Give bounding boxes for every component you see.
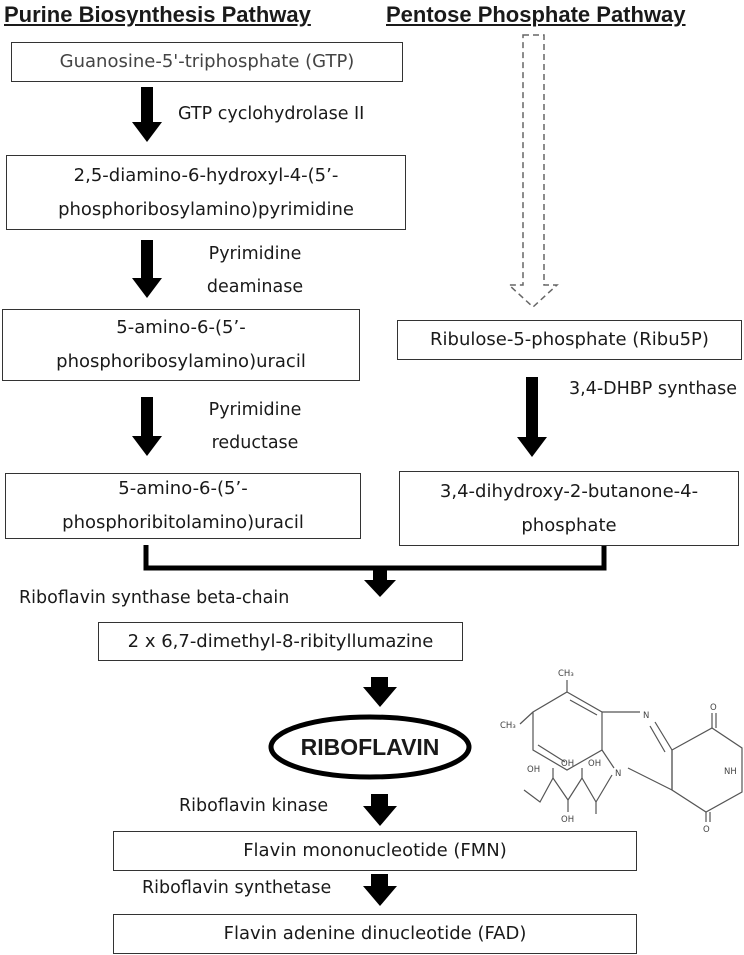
lumazine-label: 2 x 6,7-dimethyl-8-ribityllumazine [127, 630, 434, 652]
gtp-box: Guanosine-5'-triphosphate (GTP) [11, 42, 403, 82]
arrow-riboflavin-to-fmn [363, 794, 397, 826]
pentose-pathway-header: Pentose Phosphate Pathway [386, 2, 686, 27]
ribitolamino-label-line1: 5-amino-6-(5’- [118, 478, 248, 499]
dhbp-label-line2: phosphate [521, 514, 617, 536]
lumazine-box: 2 x 6,7-dimethyl-8-ribityllumazine [98, 622, 463, 661]
dhbp-label-line1: 3,4-dihydroxy-2-butanone-4- [439, 480, 699, 502]
purine-pathway-header: Purine Biosynthesis Pathway [4, 2, 311, 27]
dhbp-box: 3,4-dihydroxy-2-butanone-4- phosphate [399, 471, 739, 546]
gtp-label: Guanosine-5'-triphosphate (GTP) [59, 51, 355, 72]
structure-label-nh: NH [724, 767, 737, 777]
riboflavin-ellipse [268, 714, 472, 780]
structure-label-oh-2: OH [561, 759, 574, 769]
ribu5p-box: Ribulose-5-phosphate (Ribu5P) [397, 320, 742, 360]
enzyme-pyrimidine-deaminase-line2: deaminase [206, 277, 304, 297]
structure-label-ch3-top: CH₃ [558, 669, 574, 679]
arrow-dahp-to-auracil [132, 240, 162, 298]
structure-label-oh-1: OH [527, 765, 540, 775]
enzyme-pyrimidine-reductase-line2: reductase [211, 433, 299, 453]
structure-label-oh-3: OH [588, 759, 601, 769]
dahp-label-line1: 2,5-diamino-6-hydroxyl-4-(5’- [73, 164, 339, 186]
arrow-gtp-to-dahp [132, 87, 162, 142]
enzyme-riboflavin-synthetase: Riboflavin synthetase [142, 878, 332, 898]
fmn-label: Flavin mononucleotide (FMN) [243, 840, 507, 861]
enzyme-pyrimidine-reductase: Pyrimidine reductase [190, 394, 320, 460]
dashed-arrow [507, 34, 559, 309]
arrow-auracil-to-aribitol [132, 397, 162, 456]
enzyme-riboflavin-kinase: Riboflavin kinase [179, 796, 329, 816]
structure-label-oh-4: OH [561, 815, 574, 825]
enzyme-riboflavin-synthase: Riboflavin synthase beta-chain [19, 588, 290, 608]
structure-label-ch3-left: CH₃ [500, 721, 516, 731]
enzyme-pyrimidine-deaminase: Pyrimidine deaminase [190, 238, 320, 304]
merge-bracket [143, 545, 607, 571]
arrow-merge-to-lumazine [364, 570, 396, 597]
fad-box: Flavin adenine dinucleotide (FAD) [113, 914, 637, 954]
ribu5p-label: Ribulose-5-phosphate (Ribu5P) [430, 329, 709, 350]
arrow-ribu5p-to-dhbp [517, 377, 547, 457]
enzyme-pyrimidine-reductase-line1: Pyrimidine [208, 400, 302, 420]
fad-label: Flavin adenine dinucleotide (FAD) [223, 923, 527, 944]
structure-label-o-top: O [710, 703, 717, 713]
arrow-fmn-to-fad [363, 874, 397, 906]
structure-label-n-ring: N [615, 769, 621, 779]
dahp-box: 2,5-diamino-6-hydroxyl-4-(5’- phosphorib… [6, 155, 406, 230]
enzyme-dhbp-synthase: 3,4-DHBP synthase [569, 379, 738, 399]
ribitolamino-label-line2: phosphoribitolamino)uracil [62, 512, 304, 533]
enzyme-gtp-cyclohydrolase: GTP cyclohydrolase II [178, 104, 365, 124]
dahp-label-line2: phosphoribosylamino)pyrimidine [58, 198, 354, 220]
aminouracil-label-line2: phosphoribosylamino)uracil [56, 351, 306, 372]
aminouracil-box: 5-amino-6-(5’- phosphoribosylamino)uraci… [2, 309, 360, 381]
riboflavin-label: RIBOFLAVIN [300, 733, 440, 760]
riboflavin-structure [519, 680, 743, 822]
ribitolamino-box: 5-amino-6-(5’- phosphoribitolamino)uraci… [5, 473, 361, 539]
enzyme-pyrimidine-deaminase-line1: Pyrimidine [208, 244, 302, 264]
structure-label-n-imine: N [643, 711, 649, 721]
aminouracil-label-line1: 5-amino-6-(5’- [116, 317, 246, 338]
arrow-lumazine-to-riboflavin [363, 677, 397, 707]
fmn-box: Flavin mononucleotide (FMN) [113, 831, 637, 871]
structure-label-o-bottom: O [703, 825, 710, 835]
